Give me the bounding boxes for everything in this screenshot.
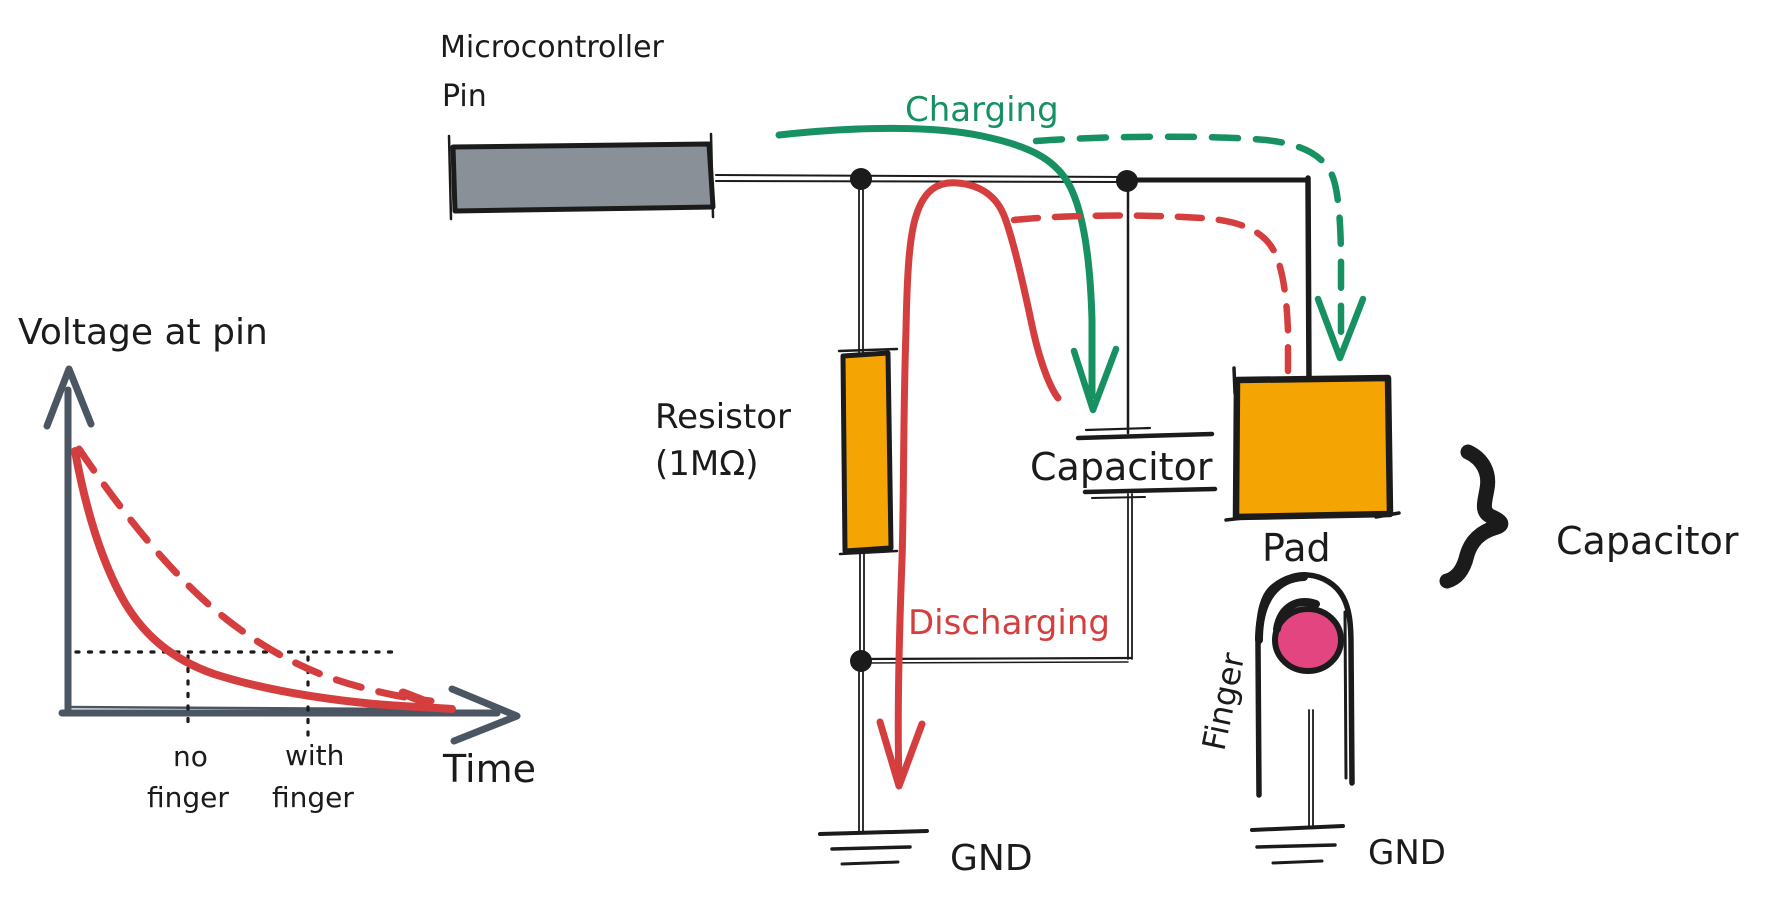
graph-curves [71, 445, 456, 713]
graph-title: Voltage at pin [18, 312, 268, 353]
finger-capacitor-label: Capacitor [1556, 519, 1739, 563]
discharging-flow [876, 179, 1292, 790]
curve-no-finger-solid [71, 447, 456, 713]
bottom-connector-wire-b [867, 661, 1129, 664]
mcu-label-line2: Pin [442, 79, 487, 114]
circuit-ink-layer [447, 132, 1509, 866]
ground-symbol-left [818, 829, 929, 866]
gnd-left-line-1 [818, 829, 929, 836]
fingertip-nail-overdraw [1273, 598, 1320, 633]
wire-corner-to-pad [1305, 175, 1312, 384]
pad-label: Pad [1262, 526, 1331, 570]
curve-dashed-end-nub [398, 688, 431, 707]
curve-with-finger-dashed [75, 445, 435, 705]
junction-dot-1 [850, 168, 872, 190]
charging-flow [775, 124, 1367, 414]
capacitor-plate-bottom [1082, 486, 1218, 495]
gnd-right-label: GND [1368, 833, 1446, 873]
junction-dot-3 [850, 650, 872, 672]
discharging-solid-arrow-icon [876, 718, 926, 790]
bottom-connector-wire-a [860, 656, 1133, 661]
charging-solid-curve [775, 124, 1096, 400]
discharging-dashed-curve [1010, 212, 1292, 375]
resistor-overshoot-top [837, 347, 899, 353]
charging-dashed-arrow-icon [1314, 295, 1367, 362]
x-axis-sketch-line [64, 705, 402, 711]
touch-pad-symbol [1224, 366, 1401, 522]
gnd-left-line-3 [840, 860, 900, 866]
discharging-solid-curve [894, 179, 1062, 786]
mcu-pin-rect [450, 141, 716, 214]
x-axis-label: Time [442, 747, 536, 791]
gnd-right-line-2 [1255, 843, 1337, 849]
resistor-overshoot-bottom [838, 549, 899, 556]
gnd-right-line-3 [1271, 859, 1324, 865]
finger-outline-overdraw [1255, 573, 1308, 644]
mcu-pin-overshoot-right [709, 132, 715, 219]
finger-drawing [1255, 572, 1355, 829]
gnd-left-label: GND [950, 838, 1033, 879]
mcu-pin-symbol [447, 132, 716, 221]
graph-axes [43, 365, 521, 745]
voltage-graph: Voltage at pin Time no finger with finge… [18, 312, 536, 814]
tick-label-with-finger: finger [272, 781, 354, 814]
charging-solid-arrow-icon [1070, 345, 1120, 414]
resistor-label-line2: (1MΩ) [655, 444, 758, 484]
y-axis-arrow-icon [43, 365, 95, 430]
capacitor-symbol-label: Capacitor [1030, 445, 1213, 489]
gnd-right-line-1 [1250, 824, 1345, 832]
charging-label: Charging [905, 90, 1059, 130]
tick-label-no-finger: finger [147, 781, 229, 814]
curly-brace-icon [1439, 444, 1509, 589]
wire-pin-to-dot2-b [715, 180, 1126, 183]
capacitor-plate-top [1075, 431, 1215, 441]
finger-label: Finger [1195, 649, 1253, 754]
tick-label-with: with [285, 739, 344, 772]
wire-pin-to-dot2-a [715, 174, 1128, 178]
ground-symbol-right [1250, 824, 1345, 865]
charging-dashed-curve [1032, 133, 1345, 336]
capacitor-plate-bottom-sketch [1091, 496, 1146, 499]
tick-label-no: no [173, 740, 208, 773]
pad-rect [1232, 374, 1394, 521]
pad-overshoot-bottomright [1374, 511, 1401, 519]
finger-inner-line [1343, 610, 1348, 780]
resistor-body [840, 350, 894, 554]
resistor-label-line1: Resistor [655, 397, 791, 437]
capacitor-branch [860, 189, 1218, 664]
x-axis-arrow-icon [448, 685, 521, 745]
gnd-left-line-2 [830, 845, 912, 851]
mcu-label-line1: Microcontroller [440, 30, 665, 65]
mcu-pin-overshoot-left [447, 134, 453, 221]
pad-overshoot-topleft [1232, 366, 1237, 395]
main-wire [715, 174, 1312, 384]
pad-overshoot-bottomleft [1224, 514, 1262, 522]
junction-dot-2 [1116, 170, 1138, 192]
capacitor-plate-top-sketch [1084, 426, 1152, 432]
discharging-label: Discharging [908, 603, 1110, 643]
resistor-branch [837, 189, 899, 833]
fingertip-nail [1272, 606, 1344, 674]
